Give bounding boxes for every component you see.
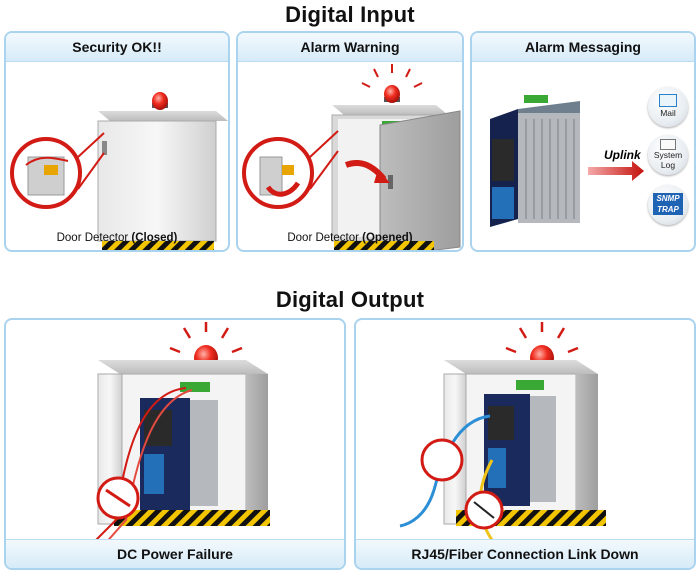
dc-power-failure-panel: DC Power Failure <box>4 318 346 570</box>
opened-caption: Door Detector (Opened) <box>287 232 413 244</box>
security-ok-title: Security OK!! <box>6 33 228 62</box>
link-down-label: RJ45/Fiber Connection Link Down <box>356 539 694 568</box>
dc-power-failure-label: DC Power Failure <box>6 539 344 568</box>
mail-service-icon: Mail <box>648 87 688 127</box>
alarm-messaging-panel: Alarm Messaging Uplink Mail System Log S… <box>470 31 696 252</box>
dc-power-failure-illustration <box>85 322 270 555</box>
uplink-label: Uplink <box>604 148 642 162</box>
alarm-messaging-title: Alarm Messaging <box>472 33 694 62</box>
alarm-warning-panel: Alarm Warning Door Detector (Opened) <box>236 31 464 252</box>
link-down-panel: RJ45/Fiber Connection Link Down <box>354 318 696 570</box>
alarm-warning-title: Alarm Warning <box>238 33 462 62</box>
alarm-beacon-off-icon <box>152 92 168 110</box>
snmp-trap-service-icon: SNMP TRAP <box>648 185 688 225</box>
opened-cabinet-illustration <box>242 64 461 250</box>
alarm-beacon-on-icon <box>361 64 423 103</box>
closed-cabinet-illustration <box>10 92 228 250</box>
digital-output-title: Digital Output <box>275 287 425 312</box>
switch-uplink-illustration: Uplink <box>490 95 644 227</box>
security-ok-panel: Security OK!! Door Detector (Closed) <box>4 31 230 252</box>
digital-input-title: Digital Input <box>285 2 415 27</box>
link-down-illustration <box>399 322 606 541</box>
industrial-switch-icon <box>490 95 580 227</box>
closed-caption: Door Detector (Closed) <box>56 232 178 244</box>
system-log-service-icon: System Log <box>648 135 688 175</box>
